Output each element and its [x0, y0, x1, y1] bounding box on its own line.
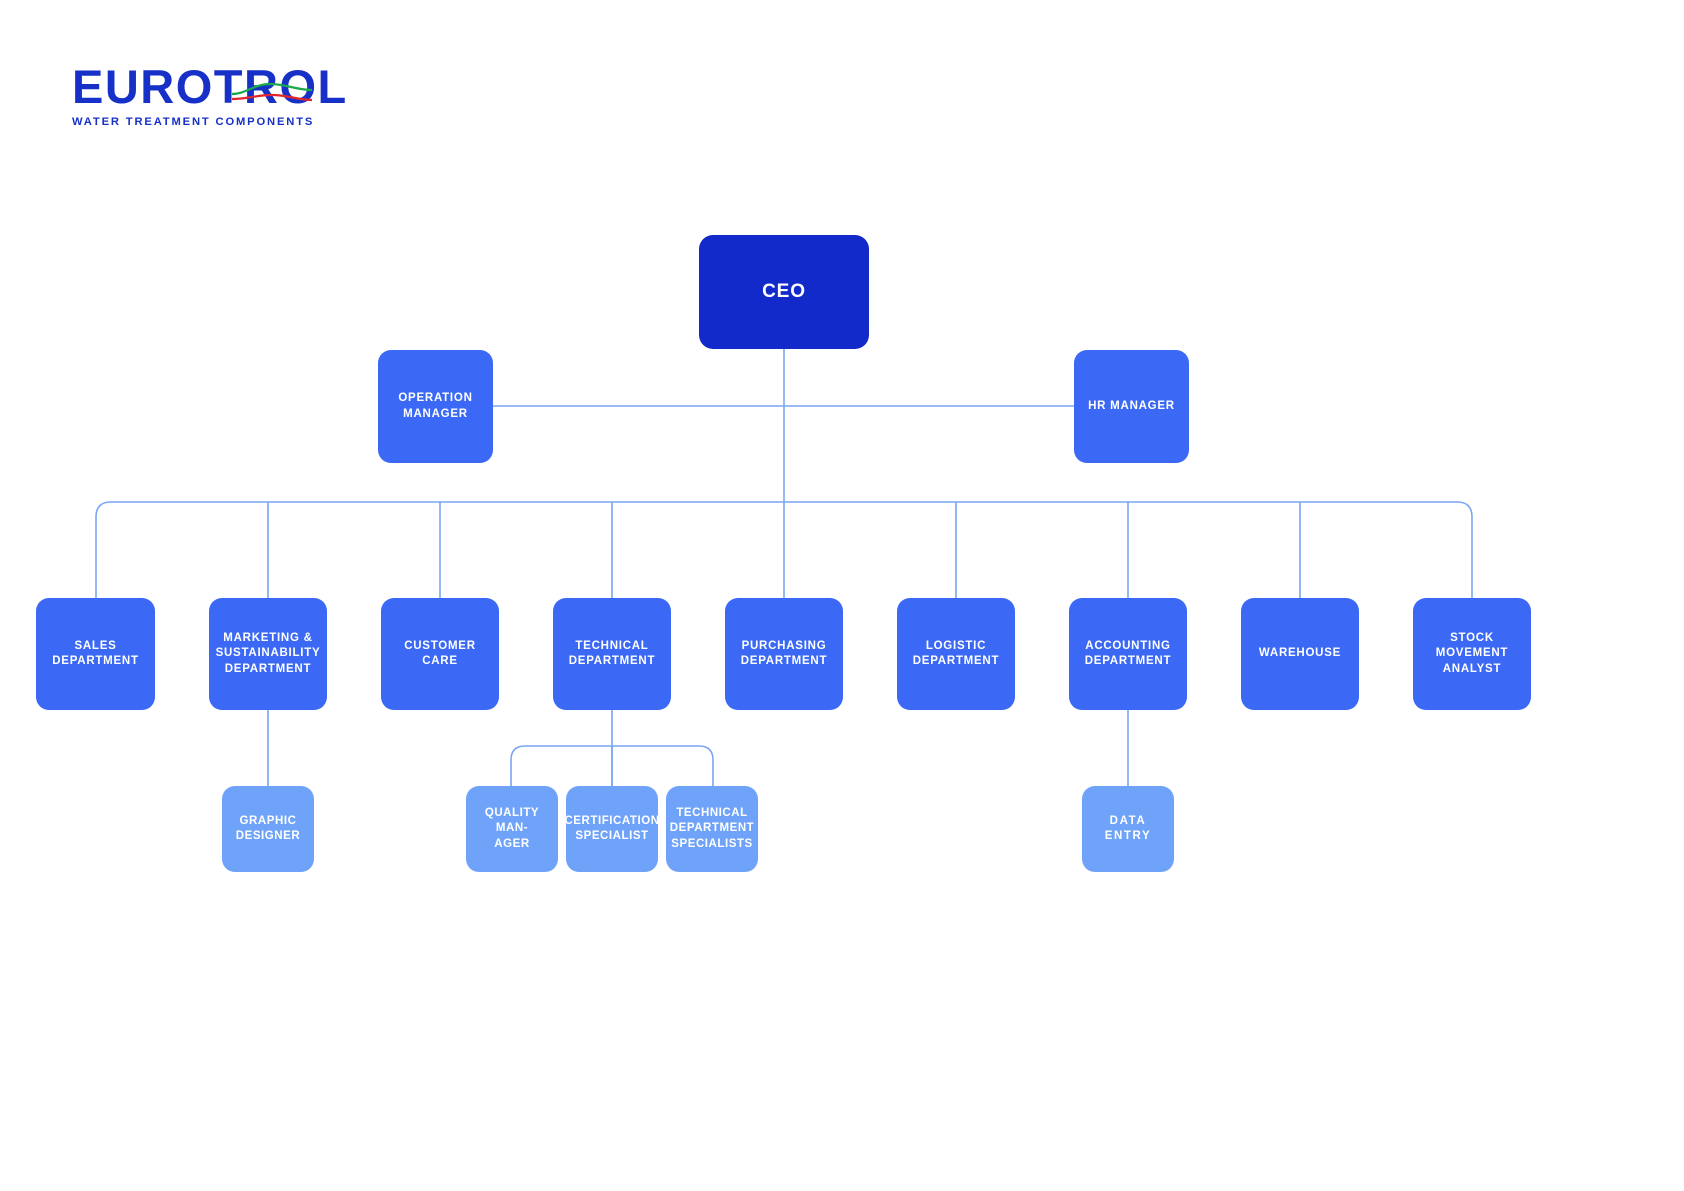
- org-node-technical-department-specialists[interactable]: TECHNICAL DEPARTMENT SPECIALISTS: [666, 786, 758, 872]
- org-node-label: LOGISTIC DEPARTMENT: [912, 639, 1000, 667]
- org-node-label: CUSTOMER CARE: [404, 639, 476, 667]
- org-node-label: WAREHOUSE: [1258, 647, 1342, 660]
- org-node-label: ACCOUNTING DEPARTMENT: [1084, 639, 1172, 667]
- org-node-warehouse[interactable]: WAREHOUSE: [1241, 598, 1359, 710]
- org-node-customer-care[interactable]: CUSTOMER CARE: [381, 598, 499, 710]
- org-node-label: TECHNICAL DEPARTMENT SPECIALISTS: [669, 807, 755, 850]
- org-node-marketing-sustainability-department[interactable]: MARKETING & SUSTAINABILITY DEPARTMENT: [209, 598, 327, 710]
- org-node-label: GRAPHIC DESIGNER: [235, 814, 301, 842]
- org-node-purchasing-department[interactable]: PURCHASING DEPARTMENT: [725, 598, 843, 710]
- org-node-sales-department[interactable]: SALES DEPARTMENT: [36, 598, 155, 710]
- org-node-label: CERTIFICATION SPECIALIST: [564, 814, 660, 842]
- org-node-label: STOCK MOVEMENT ANALYST: [1435, 632, 1509, 675]
- org-node-stock-movement-analyst[interactable]: STOCK MOVEMENT ANALYST: [1413, 598, 1531, 710]
- org-node-label: DATA ENTRY: [1104, 814, 1152, 842]
- org-node-label: CEO: [762, 281, 806, 303]
- org-node-label: PURCHASING DEPARTMENT: [740, 639, 828, 667]
- org-node-accounting-department[interactable]: ACCOUNTING DEPARTMENT: [1069, 598, 1187, 710]
- org-node-label: SALES DEPARTMENT: [52, 639, 139, 667]
- org-node-certification-specialist[interactable]: CERTIFICATION SPECIALIST: [564, 786, 660, 872]
- org-node-technical-department[interactable]: TECHNICAL DEPARTMENT: [553, 598, 671, 710]
- org-node-quality-manager[interactable]: QUALITY MAN- AGER: [466, 786, 558, 872]
- logo-tagline: WATER TREATMENT COMPONENTS: [72, 116, 315, 128]
- org-node-label: HR MANAGER: [1088, 399, 1175, 412]
- org-node-logistic-department[interactable]: LOGISTIC DEPARTMENT: [897, 598, 1015, 710]
- company-logo: EUROTROL WATER TREATMENT COMPONENTS: [72, 62, 346, 134]
- org-node-label: QUALITY MAN- AGER: [484, 807, 540, 850]
- org-node-operation-manager[interactable]: OPERATION MANAGER: [378, 350, 493, 463]
- org-node-hr-manager[interactable]: HR MANAGER: [1074, 350, 1189, 463]
- org-node-label: TECHNICAL DEPARTMENT: [568, 639, 656, 667]
- org-node-data-entry[interactable]: DATA ENTRY: [1082, 786, 1174, 872]
- org-node-ceo[interactable]: CEO: [699, 235, 869, 349]
- org-node-label: OPERATION MANAGER: [398, 392, 473, 420]
- org-node-graphic-designer[interactable]: GRAPHIC DESIGNER: [222, 786, 314, 872]
- org-node-label: MARKETING & SUSTAINABILITY DEPARTMENT: [215, 632, 321, 675]
